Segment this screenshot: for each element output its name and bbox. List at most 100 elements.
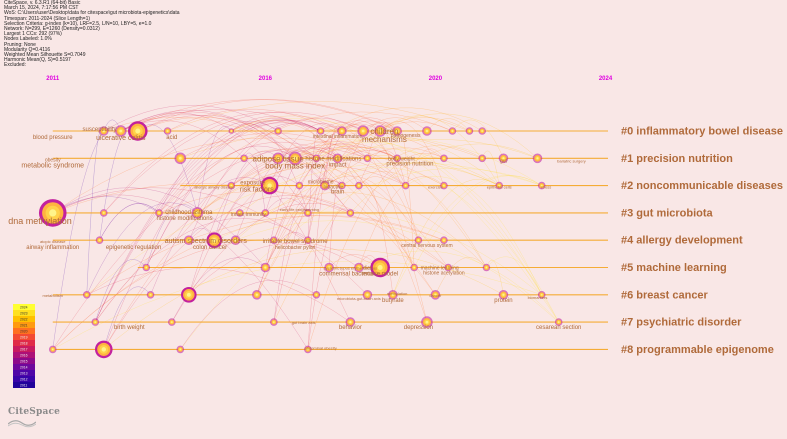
keyword-label: dna methylation [8, 216, 72, 226]
citation-arc [99, 126, 138, 241]
legend-swatch [13, 376, 35, 382]
keyword-node [502, 157, 505, 160]
keyword-label: innate immunity [231, 212, 267, 218]
keyword-node [102, 129, 105, 133]
keyword-label: blood pressure [33, 135, 73, 141]
keyword-label: risk factors [240, 187, 274, 194]
citation-arc [265, 197, 309, 214]
citation-arc [231, 116, 338, 159]
keyword-node [85, 293, 88, 296]
citation-arc [86, 162, 542, 295]
citation-arc [95, 120, 321, 323]
citation-arc [392, 175, 542, 295]
citation-arc [358, 250, 559, 323]
citation-arc [167, 101, 470, 132]
citation-arc [265, 191, 487, 268]
keyword-label: systemic lupus erythematosus [324, 266, 378, 271]
keyword-label: epigenetic regulation [106, 245, 161, 251]
keyword-node [145, 266, 148, 269]
keyword-node [238, 212, 241, 214]
keyword-node [481, 130, 484, 132]
legend-swatch [13, 382, 35, 388]
citation-arc [426, 118, 470, 132]
legend-swatch [13, 358, 35, 364]
keyword-node [502, 293, 505, 296]
citation-arc [358, 181, 394, 295]
citation-arc [103, 286, 151, 350]
legend-year: 2017 [20, 348, 28, 352]
keyword-node [94, 321, 97, 323]
keyword-labels: blood pressure susceptibility ulcerative c… [8, 127, 586, 350]
cluster-label: #5 machine learning [621, 262, 727, 274]
keyword-node [178, 156, 182, 160]
citation-arc [180, 280, 317, 350]
citation-arc [380, 113, 538, 159]
keyword-label: histone modifications [305, 156, 361, 162]
keyword-node [158, 212, 160, 214]
cluster-label: #4 allergy development [621, 235, 743, 247]
keyword-label: airway inflammation [26, 245, 79, 251]
keyword-label: susceptibility [83, 127, 117, 133]
keyword-node [264, 212, 267, 214]
keyword-node [341, 184, 343, 187]
keyword-label: children [370, 127, 398, 136]
keyword-node [276, 156, 280, 160]
info-line: Excluded: [4, 62, 26, 69]
legend-year: 2024 [20, 306, 28, 310]
keyword-label: epithelial cells [487, 185, 512, 190]
citation-arc [120, 109, 368, 159]
legend-year: 2021 [20, 324, 28, 328]
citation-arc [243, 152, 266, 213]
cluster-label: #7 psychiatric disorder [621, 317, 742, 329]
keyword-node [336, 157, 339, 160]
citation-arc [358, 150, 398, 186]
info-line: March 15, 2024, 7:17:56 PM CST [4, 5, 79, 12]
keyword-node [101, 347, 107, 352]
legend-swatch [13, 364, 35, 370]
keyword-node [149, 293, 152, 296]
keyword-label: adipose tissue [253, 154, 305, 163]
citation-arc [214, 211, 542, 295]
citation-arc [273, 177, 343, 241]
citation-arc [295, 137, 542, 186]
keyword-node [434, 293, 437, 296]
keyword-node [485, 266, 488, 269]
keyword-node [540, 184, 543, 187]
cluster-label: #2 noncommunicable diseases [621, 180, 783, 192]
info-line: Largest 1 CCs: 292 (97%) [4, 31, 62, 38]
keyword-label: impact [329, 162, 347, 168]
keyword-node [323, 184, 326, 187]
citation-arc [307, 128, 343, 350]
info-line: WoS: C:\Users\user\Desktop\data for cite… [4, 10, 180, 17]
keyword-node [170, 321, 173, 323]
keyword-node [425, 320, 429, 324]
info-line: Selection Criteria: g-index (k=10), LRF=… [4, 20, 152, 27]
keyword-label: protein [494, 298, 512, 304]
citation-arc [197, 147, 500, 214]
info-line: Harmonic Mean(Q, S)=0.5197 [4, 57, 71, 64]
keyword-label: exposure [240, 181, 265, 187]
citation-arc [180, 129, 483, 159]
citation-arc [137, 99, 398, 132]
keyword-node [298, 184, 301, 187]
keyword-node [361, 129, 365, 133]
keyword-node [307, 348, 309, 351]
citation-arc [358, 176, 445, 268]
keyword-label: bariatric surgery [557, 158, 586, 163]
keyword-node [540, 293, 543, 296]
keyword-node [307, 239, 309, 242]
citation-arcs [52, 99, 559, 350]
keyword-label: mechanisms [362, 135, 407, 144]
citation-arc [120, 120, 351, 323]
keyword-label: ulcerative colitis [96, 135, 146, 142]
citation-arc [341, 171, 487, 268]
keyword-node [451, 130, 454, 132]
legend-year: 2011 [20, 384, 27, 388]
keyword-label: abdominal obesity [304, 345, 336, 350]
citation-arc [324, 175, 419, 241]
citation-arc [273, 208, 309, 323]
citation-arc [52, 187, 368, 295]
keyword-node [391, 293, 395, 296]
